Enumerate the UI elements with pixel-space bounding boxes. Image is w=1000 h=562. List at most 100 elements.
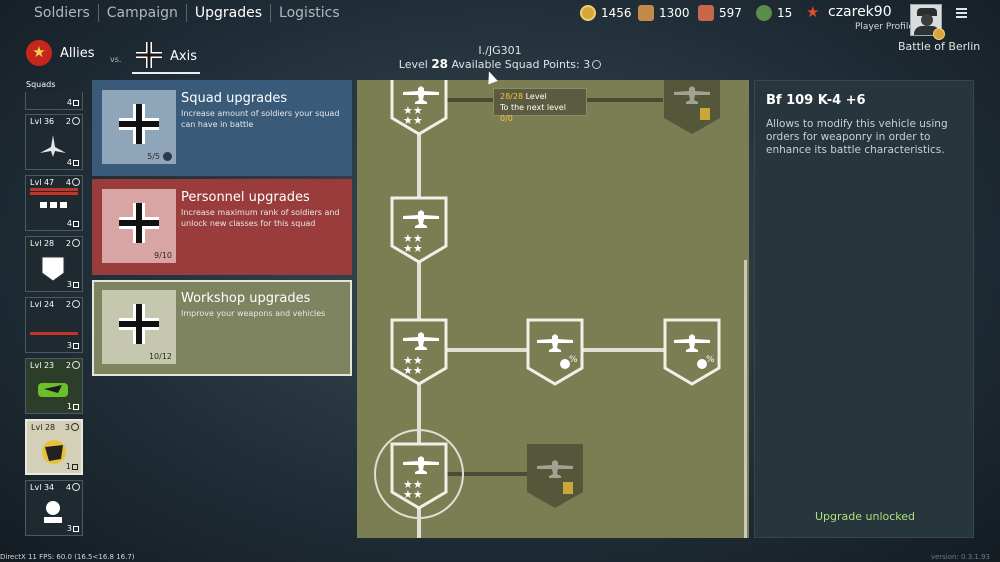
versus-label: vs. <box>110 55 122 64</box>
personnel-upgrades-thumbnail: 9/10 <box>102 189 176 263</box>
battle-name: Battle of Berlin <box>898 40 981 53</box>
soldier-icon <box>73 100 79 106</box>
workshop-upgrades-thumbnail: 10/12 <box>102 290 176 364</box>
tab-logistics[interactable]: Logistics <box>279 5 340 21</box>
squad-name: I./JG301 <box>478 44 522 57</box>
personnel-upgrades-progress: 9/10 <box>154 251 172 260</box>
svg-text:%: % <box>569 355 578 365</box>
workshop-upgrades-card[interactable]: 10/12 Workshop upgrades Improve your wea… <box>92 280 352 376</box>
upgrade-node-weapon[interactable]: % <box>663 318 721 386</box>
squad-upgrades-title: Squad upgrades <box>181 91 288 106</box>
orders-a-resource[interactable]: 1300 <box>638 5 690 21</box>
nav-divider <box>185 4 187 22</box>
balkenkreuz-icon <box>119 104 159 144</box>
squad-card[interactable]: Lvl 23 2 1 <box>25 358 83 414</box>
squad-count: 4 <box>66 98 72 107</box>
tickets-amount: 15 <box>777 6 793 20</box>
top-bar: Soldiers Campaign Upgrades Logistics 145… <box>0 0 1000 40</box>
gold-resource[interactable]: 1456 <box>580 5 632 21</box>
personnel-upgrades-title: Personnel upgrades <box>181 190 310 205</box>
squad-points: 2 <box>65 300 71 309</box>
axis-toggle[interactable]: Axis <box>132 42 200 74</box>
squad-points: 2 <box>65 239 71 248</box>
squad-level: Lvl 47 <box>30 178 55 187</box>
workshop-upgrades-desc: Improve your weapons and vehicles <box>181 309 326 318</box>
squads-title: Squads <box>26 80 56 89</box>
squad-card[interactable]: Lvl 28 2 3 <box>25 236 83 292</box>
vehicle-title: Bf 109 K-4 +6 <box>766 93 866 108</box>
squad-card[interactable]: Lvl 24 2 3 <box>25 297 83 353</box>
order-card-icon <box>638 5 654 21</box>
axis-label: Axis <box>170 49 197 64</box>
allies-toggle[interactable]: ★ Allies <box>26 40 95 66</box>
squad-points: 3 <box>64 423 70 432</box>
upgrade-node[interactable] <box>390 196 448 264</box>
main-nav: Soldiers Campaign Upgrades Logistics <box>26 4 348 22</box>
player-profile-link[interactable]: Player Profile <box>855 22 914 32</box>
soldier-icon <box>72 464 78 470</box>
soldier-icon <box>73 221 79 227</box>
soldier-icon <box>73 160 79 166</box>
squad-upgrades-thumbnail: 5/5 <box>102 90 176 164</box>
ticket-icon <box>756 5 772 21</box>
squad-point-icon <box>72 300 80 308</box>
squad-card[interactable]: Lvl 34 4 3 <box>25 480 83 536</box>
squad-level: Lvl 34 <box>30 483 55 492</box>
squad-point-icon <box>72 361 80 369</box>
workshop-upgrades-progress: 10/12 <box>148 352 172 361</box>
upgrade-node-selected[interactable] <box>374 429 464 519</box>
squad-count: 3 <box>66 341 72 350</box>
orders-a-amount: 1300 <box>659 6 690 20</box>
tickets-resource[interactable]: 15 <box>756 5 792 21</box>
tab-campaign[interactable]: Campaign <box>106 5 178 21</box>
points-label: Available Squad Points: <box>451 58 580 71</box>
check-icon <box>163 152 172 161</box>
personnel-upgrades-card[interactable]: 9/10 Personnel upgrades Increase maximum… <box>92 179 352 275</box>
squad-card[interactable]: Lvl 47 4 4 <box>25 175 83 231</box>
squad-emblem-icon <box>40 202 67 208</box>
fighter-emblem-icon <box>40 135 66 157</box>
wolf-emblem-icon <box>42 440 66 464</box>
squad-upgrades-desc: Increase amount of soldiers your squad c… <box>181 109 340 129</box>
squad-count: 3 <box>66 524 72 533</box>
squad-level: Lvl 36 <box>30 117 55 126</box>
squad-point-icon <box>71 423 79 431</box>
upgrade-node-locked[interactable] <box>527 444 583 508</box>
upgrade-node[interactable] <box>390 318 448 386</box>
soldier-icon <box>73 404 79 410</box>
tree-scrollbar[interactable] <box>744 260 747 538</box>
soldier-icon <box>73 343 79 349</box>
squad-card[interactable]: Lvl 36 2 4 <box>25 114 83 170</box>
menu-icon[interactable] <box>956 8 967 18</box>
tab-upgrades[interactable]: Upgrades <box>194 5 263 21</box>
shield-icon <box>41 256 65 281</box>
medal-icon <box>933 28 945 40</box>
squad-banner <box>30 188 78 198</box>
orders-b-resource[interactable]: 597 <box>698 5 742 21</box>
orders-b-amount: 597 <box>719 6 742 20</box>
tooltip-next-value: 0/0 <box>500 114 513 123</box>
tooltip-level-value: 28/28 <box>500 92 524 101</box>
personnel-upgrades-desc: Increase maximum rank of soldiers and un… <box>181 208 340 228</box>
squad-count: 1 <box>65 462 71 471</box>
avatar-body <box>914 26 940 35</box>
upgrade-node-weapon[interactable]: % <box>526 318 584 386</box>
gold-coin-icon <box>580 5 596 21</box>
upgrade-tree-graph: ★★ ★★ % % <box>374 80 721 538</box>
squad-count: 1 <box>66 402 72 411</box>
allies-star-icon: ★ <box>26 40 52 66</box>
order-card-icon <box>698 5 714 21</box>
upgrade-node-locked[interactable] <box>664 80 720 134</box>
squad-upgrades-card[interactable]: 5/5 Squad upgrades Increase amount of so… <box>92 80 352 176</box>
level-tooltip: 28/28 Level To the next level 0/0 <box>493 88 587 123</box>
squad-point-icon <box>72 483 80 491</box>
squad-level: Lvl 28 <box>30 239 55 248</box>
upgrade-node[interactable] <box>390 80 448 136</box>
balkenkreuz-icon <box>119 203 159 243</box>
squad-level: Lvl 24 <box>30 300 55 309</box>
squad-card[interactable]: 4 <box>25 92 83 110</box>
tab-soldiers[interactable]: Soldiers <box>34 5 90 21</box>
squad-card-selected[interactable]: Lvl 28 3 1 <box>25 419 83 475</box>
squad-level-info: Level 28 Available Squad Points: 3 <box>0 57 1000 71</box>
username[interactable]: czarek90 <box>828 4 892 20</box>
